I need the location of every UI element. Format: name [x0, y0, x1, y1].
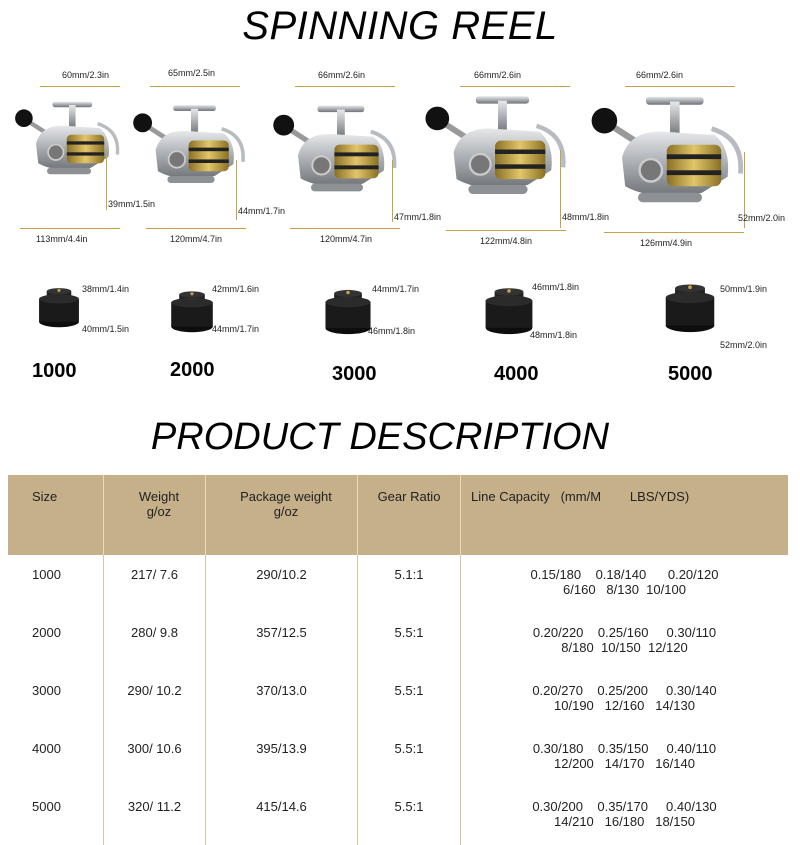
cell-package-weight: 290/10.2 — [205, 555, 358, 613]
spool-2000-image — [168, 278, 216, 340]
cell-package-weight: 370/13.0 — [205, 671, 358, 729]
reel-width-label: 65mm/2.5in — [168, 68, 216, 78]
size-label: 2000 — [170, 359, 215, 381]
cell-weight: 300/ 10.6 — [103, 729, 206, 787]
reel-height-label: 39mm/1.5in — [108, 199, 156, 209]
size-label: 3000 — [332, 363, 377, 385]
spool-4000-image — [482, 274, 536, 342]
reel-3000-image — [272, 100, 402, 210]
line-capacity-mm: 0.20/220 0.25/160 0.30/110 — [532, 625, 717, 640]
header-package-weight: Package weight g/oz — [205, 475, 358, 555]
line-capacity-mm: 0.30/180 0.35/150 0.40/110 — [532, 741, 717, 756]
cell-gear-ratio: 5.1:1 — [357, 555, 461, 613]
spool-bottom-label: 40mm/1.5in — [82, 324, 130, 334]
spool-bottom-label: 48mm/1.8in — [530, 330, 578, 340]
line-capacity-mm: 0.30/200 0.35/170 0.40/130 — [532, 799, 717, 814]
spool-3000-image — [322, 276, 374, 342]
cell-weight: 320/ 11.2 — [103, 787, 206, 845]
reel-width-label: 66mm/2.6in — [318, 70, 366, 80]
spool-bottom-label: 46mm/1.8in — [368, 326, 416, 336]
reel-height-label: 47mm/1.8in — [394, 212, 442, 222]
spool-top-label: 46mm/1.8in — [532, 282, 580, 292]
reel-length-label: 120mm/4.7in — [170, 234, 223, 244]
spool-bottom-label: 44mm/1.7in — [212, 324, 260, 334]
table-header-row: Size Weight g/oz Package weight g/oz Gea… — [8, 475, 788, 555]
line-capacity-lbs: 14/210 16/180 18/150 — [554, 814, 695, 829]
page-title: SPINNING REEL — [242, 4, 558, 48]
spool-top-label: 38mm/1.4in — [82, 284, 130, 294]
cell-size: 1000 — [8, 555, 104, 613]
cell-size: 5000 — [8, 787, 104, 845]
reel-length-label: 120mm/4.7in — [320, 234, 373, 244]
spool-top-label: 42mm/1.6in — [212, 284, 260, 294]
cell-size: 3000 — [8, 671, 104, 729]
line-capacity-mm: 0.20/270 0.25/200 0.30/140 — [532, 683, 717, 698]
size-label: 4000 — [494, 363, 539, 385]
cell-package-weight: 415/14.6 — [205, 787, 358, 845]
cell-gear-ratio: 5.5:1 — [357, 613, 461, 671]
header-weight: Weight g/oz — [103, 475, 206, 555]
cell-gear-ratio: 5.5:1 — [357, 787, 461, 845]
cell-weight: 290/ 10.2 — [103, 671, 206, 729]
section-title: PRODUCT DESCRIPTION — [150, 416, 610, 458]
spec-table: Size Weight g/oz Package weight g/oz Gea… — [8, 475, 788, 845]
spool-top-label: 44mm/1.7in — [372, 284, 420, 294]
spool-bottom-label: 52mm/2.0in — [720, 340, 768, 350]
header-gear-ratio: Gear Ratio — [357, 475, 461, 555]
size-label: 5000 — [668, 363, 713, 385]
reel-width-label: 66mm/2.6in — [636, 70, 684, 80]
reel-height-label: 44mm/1.7in — [238, 206, 286, 216]
reel-height-label: 48mm/1.8in — [562, 212, 610, 222]
spool-top-label: 50mm/1.9in — [720, 284, 768, 294]
line-capacity-mm: 0.15/180 0.18/140 0.20/120 — [530, 567, 719, 582]
cell-weight: 217/ 7.6 — [103, 555, 206, 613]
reel-width-label: 60mm/2.3in — [62, 70, 110, 80]
reel-5000-image — [590, 90, 750, 225]
header-line-capacity: Line Capacity (mm/M LBS/YDS) — [460, 475, 788, 555]
cell-gear-ratio: 5.5:1 — [357, 729, 461, 787]
size-label: 1000 — [32, 360, 77, 382]
spool-5000-image — [662, 270, 718, 340]
line-capacity-lbs: 10/190 12/160 14/130 — [554, 698, 695, 713]
cell-size: 2000 — [8, 613, 104, 671]
cell-package-weight: 357/12.5 — [205, 613, 358, 671]
header-size: Size — [8, 475, 104, 555]
reel-1000-image — [14, 96, 124, 191]
line-capacity-lbs: 12/200 14/170 16/140 — [554, 756, 695, 771]
reel-width-label: 66mm/2.6in — [474, 70, 522, 80]
cell-package-weight: 395/13.9 — [205, 729, 358, 787]
line-capacity-lbs: 8/180 10/150 12/120 — [561, 640, 688, 655]
reel-length-label: 126mm/4.9in — [640, 238, 693, 248]
reel-height-label: 52mm/2.0in — [738, 213, 786, 223]
cell-size: 4000 — [8, 729, 104, 787]
cell-weight: 280/ 9.8 — [103, 613, 206, 671]
cell-gear-ratio: 5.5:1 — [357, 671, 461, 729]
spool-1000-image — [36, 272, 82, 338]
reel-2000-image — [132, 100, 250, 200]
reel-length-label: 122mm/4.8in — [480, 236, 533, 246]
reel-length-label: 113mm/4.4in — [36, 234, 88, 244]
line-capacity-lbs: 6/160 8/130 10/100 — [563, 582, 686, 597]
reel-4000-image — [424, 90, 572, 215]
